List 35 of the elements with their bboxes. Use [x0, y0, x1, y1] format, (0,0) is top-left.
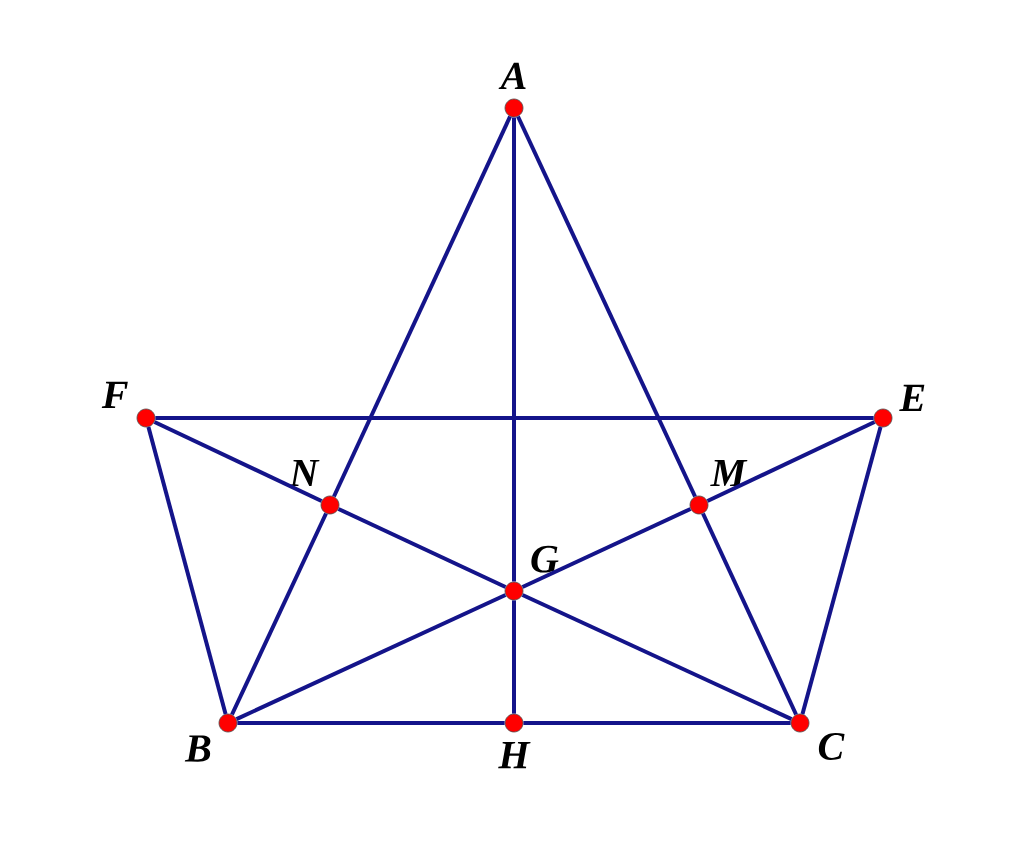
node-label: F — [101, 381, 128, 408]
line-segment — [155, 416, 874, 420]
line-segment — [521, 593, 793, 721]
node-label: H — [498, 741, 531, 769]
node-label: A — [498, 62, 526, 90]
point: B — [184, 713, 238, 762]
line-segment — [701, 512, 798, 716]
line-segment — [512, 600, 516, 714]
line-segment — [516, 115, 697, 498]
line-segment — [332, 115, 512, 498]
point: A — [498, 62, 526, 118]
point: F — [101, 381, 156, 428]
line-segment — [512, 117, 516, 582]
line-segment — [153, 420, 323, 503]
line-segment — [237, 721, 505, 725]
node-label: N — [289, 459, 320, 487]
line-segment — [337, 507, 507, 589]
point: H — [498, 713, 531, 769]
line-segment — [523, 721, 791, 725]
point: C — [790, 713, 845, 760]
point: G — [504, 545, 559, 601]
line-segment — [706, 420, 876, 503]
node-label: G — [531, 545, 559, 573]
line-segment — [146, 426, 228, 715]
point: M — [689, 459, 748, 515]
node-label: B — [184, 735, 211, 762]
point: N — [289, 459, 340, 515]
node-label: E — [899, 384, 925, 411]
line-segment — [521, 507, 692, 589]
node-label: M — [710, 459, 748, 487]
line-segment — [800, 426, 883, 715]
point: E — [873, 384, 925, 428]
line-segment — [235, 593, 507, 721]
line-segment — [230, 512, 328, 716]
node-label: C — [818, 733, 845, 760]
